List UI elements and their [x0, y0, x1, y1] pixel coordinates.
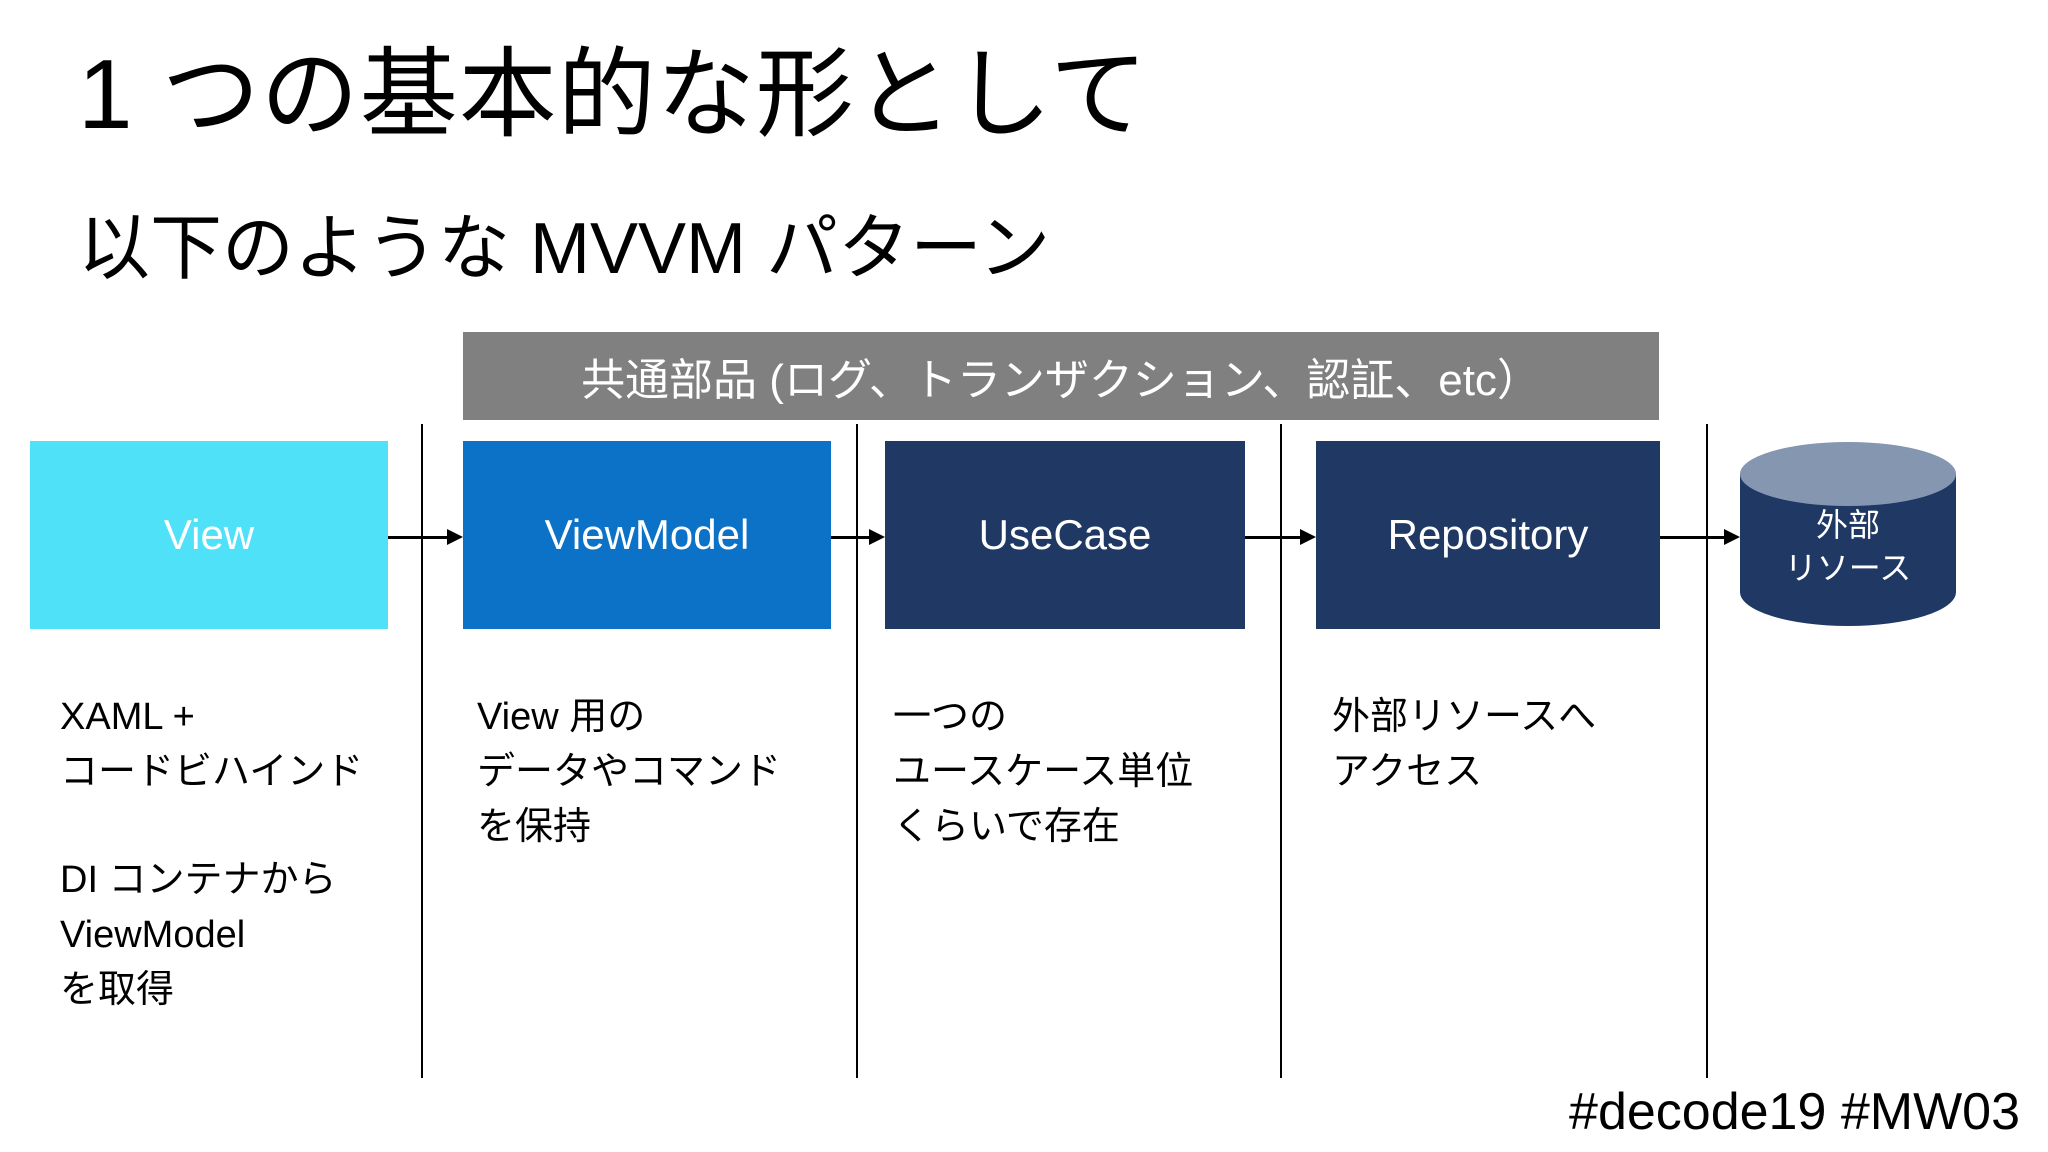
note-line: データやコマンド [477, 751, 782, 793]
note-line: 外部リソースへ [1332, 696, 1597, 738]
arrow-line [1245, 535, 1300, 539]
node-usecase-label: UseCase [978, 511, 1152, 558]
separator-line-1 [421, 424, 423, 1078]
flow-arrow-repository-to-external [1660, 529, 1740, 545]
note-line: アクセス [1332, 751, 1483, 793]
note-line: を取得 [60, 969, 175, 1011]
note-line: コードビハインド [60, 751, 364, 793]
note-usecase: 一つの ユースケース単位 くらいで存在 [893, 690, 1193, 855]
external-resource-label-line1: 外部 [1815, 507, 1880, 543]
note-viewmodel: View 用の データやコマンド を保持 [477, 690, 781, 855]
note-line: 一つの [893, 696, 1008, 738]
node-viewmodel-label: ViewModel [544, 511, 750, 558]
common-components-bar: 共通部品 (ログ、トランザクション、認証、etc） [463, 332, 1659, 420]
node-view: View [30, 441, 388, 629]
slide-subtitle: 以下のような MVVM パターン [78, 209, 1051, 289]
node-usecase: UseCase [885, 441, 1245, 629]
external-resource-node: 外部 リソース [1740, 442, 1956, 628]
node-view-label: View [163, 511, 255, 558]
note-view: XAML + コードビハインド DI コンテナから ViewModel を取得 [60, 690, 363, 1018]
flow-arrow-usecase-to-repository [1245, 529, 1316, 545]
separator-line-3 [1280, 424, 1282, 1078]
note-view-paragraph-1: XAML + コードビハインド [60, 690, 363, 800]
note-view-paragraph-2: DI コンテナから ViewModel を取得 [60, 853, 363, 1018]
note-line: を保持 [477, 806, 592, 848]
note-line: DI コンテナから [60, 859, 337, 901]
node-repository: Repository [1316, 441, 1660, 629]
note-line: ユースケース単位 [893, 751, 1194, 793]
arrow-head-icon [1300, 529, 1316, 545]
note-line: くらいで存在 [893, 806, 1120, 848]
arrow-line [831, 535, 869, 539]
separator-line-4 [1706, 424, 1708, 1078]
event-hashtags: #decode19 #MW03 [1569, 1083, 2020, 1141]
flow-arrow-viewmodel-to-usecase [831, 529, 885, 545]
separator-line-2 [856, 424, 858, 1078]
note-line: View 用の [477, 696, 646, 738]
arrow-line [1660, 535, 1724, 539]
note-line: ViewModel [60, 914, 246, 956]
arrow-head-icon [447, 529, 463, 545]
node-viewmodel: ViewModel [463, 441, 831, 629]
external-resource-label-line2: リソース [1784, 550, 1912, 586]
arrow-line [388, 535, 447, 539]
common-components-label: 共通部品 (ログ、トランザクション、認証、etc） [581, 356, 1541, 405]
flow-arrow-view-to-viewmodel [388, 529, 463, 545]
node-repository-label: Repository [1387, 511, 1589, 558]
note-repository: 外部リソースへ アクセス [1332, 690, 1596, 800]
external-resource-label: 外部 リソース [1740, 504, 1956, 590]
note-line: XAML + [60, 696, 195, 738]
slide-title: 1 つの基本的な形として [78, 39, 1149, 149]
arrow-head-icon [869, 529, 885, 545]
database-cylinder-icon [1740, 442, 1956, 626]
arrow-head-icon [1724, 529, 1740, 545]
